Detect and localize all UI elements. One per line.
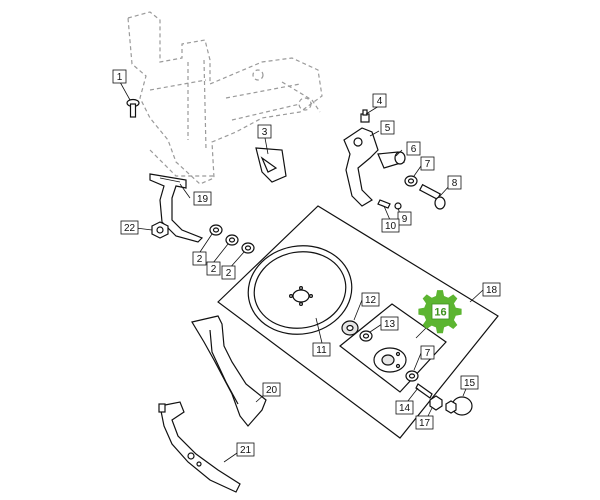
svg-text:10: 10 [385,221,397,232]
frame-bracket-ghost [127,11,323,185]
bolt-part-8 [418,183,446,210]
highlighted-part-16-gear-icon[interactable]: 16 [418,290,462,334]
callout-12[interactable]: 12 [361,292,380,307]
callout-19[interactable]: 19 [193,191,212,206]
callout-20[interactable]: 20 [262,382,281,397]
bushing-part-6 [377,151,406,169]
svg-text:1: 1 [117,72,123,83]
callout-labels: 1 3 4 5 6 7 8 9 [112,69,501,457]
svg-text:8: 8 [452,178,458,189]
hub-assembly-box [339,303,447,393]
hub-part-16 [373,347,407,373]
svg-text:22: 22 [124,223,136,234]
svg-text:3: 3 [262,127,268,138]
callout-10[interactable]: 10 [381,218,400,233]
cap-part-13 [359,330,373,342]
nut-part-22 [151,221,169,239]
callout-2-third[interactable]: 2 [221,265,236,280]
svg-text:20: 20 [266,385,278,396]
svg-text:7: 7 [425,348,431,359]
leader-lines [119,81,484,463]
svg-text:17: 17 [419,418,431,429]
scraper-part-20 [191,315,267,427]
pin-part-10 [377,199,391,209]
callout-18[interactable]: 18 [482,282,501,297]
grease-fitting-part-4 [360,109,370,123]
washer-part-7-lower [405,370,419,382]
callout-13[interactable]: 13 [380,316,399,331]
svg-text:21: 21 [240,445,252,456]
svg-text:12: 12 [365,295,377,306]
callout-22[interactable]: 22 [120,220,139,235]
svg-text:19: 19 [197,194,209,205]
bolt-part-1 [126,98,140,118]
disc-part-11 [247,245,353,335]
callout-7-lower[interactable]: 7 [420,345,435,360]
callout-9[interactable]: 9 [397,211,412,226]
callout-1[interactable]: 1 [112,69,127,84]
svg-text:7: 7 [425,159,431,170]
svg-text:5: 5 [385,123,391,134]
bolt-part-14 [415,383,433,399]
svg-text:2: 2 [197,254,203,265]
bracket-part-21 [158,401,241,493]
callout-8[interactable]: 8 [447,175,462,190]
callout-4[interactable]: 4 [372,93,387,108]
bearing-part-12 [341,320,359,336]
svg-text:2: 2 [211,264,217,275]
callout-11[interactable]: 11 [312,342,331,357]
callout-7-upper[interactable]: 7 [420,156,435,171]
svg-text:2: 2 [226,268,232,279]
callout-2-second[interactable]: 2 [206,261,221,276]
callout-3[interactable]: 3 [257,124,272,139]
callout-6[interactable]: 6 [406,141,421,156]
bracket-part-3 [255,147,287,183]
callout-17[interactable]: 17 [415,415,434,430]
callout-14[interactable]: 14 [395,400,414,415]
arm-part-5 [343,127,379,207]
svg-text:14: 14 [399,403,411,414]
callout-15[interactable]: 15 [460,375,479,390]
callout-21[interactable]: 21 [236,442,255,457]
nut-part-17 [429,395,443,411]
washer-part-7-upper [404,175,418,187]
callout-5[interactable]: 5 [380,120,395,135]
dust-cap-part-15 [445,396,473,416]
svg-text:18: 18 [486,285,498,296]
washer-group-part-2 [209,224,255,254]
callout-2-first[interactable]: 2 [192,251,207,266]
svg-text:13: 13 [384,319,396,330]
svg-text:9: 9 [402,214,408,225]
svg-text:11: 11 [316,345,327,356]
svg-text:4: 4 [377,96,383,107]
svg-text:6: 6 [411,144,417,155]
svg-text:15: 15 [464,378,476,389]
assembly-box-part-18 [217,205,499,439]
callout-16-label: 16 [434,307,446,319]
